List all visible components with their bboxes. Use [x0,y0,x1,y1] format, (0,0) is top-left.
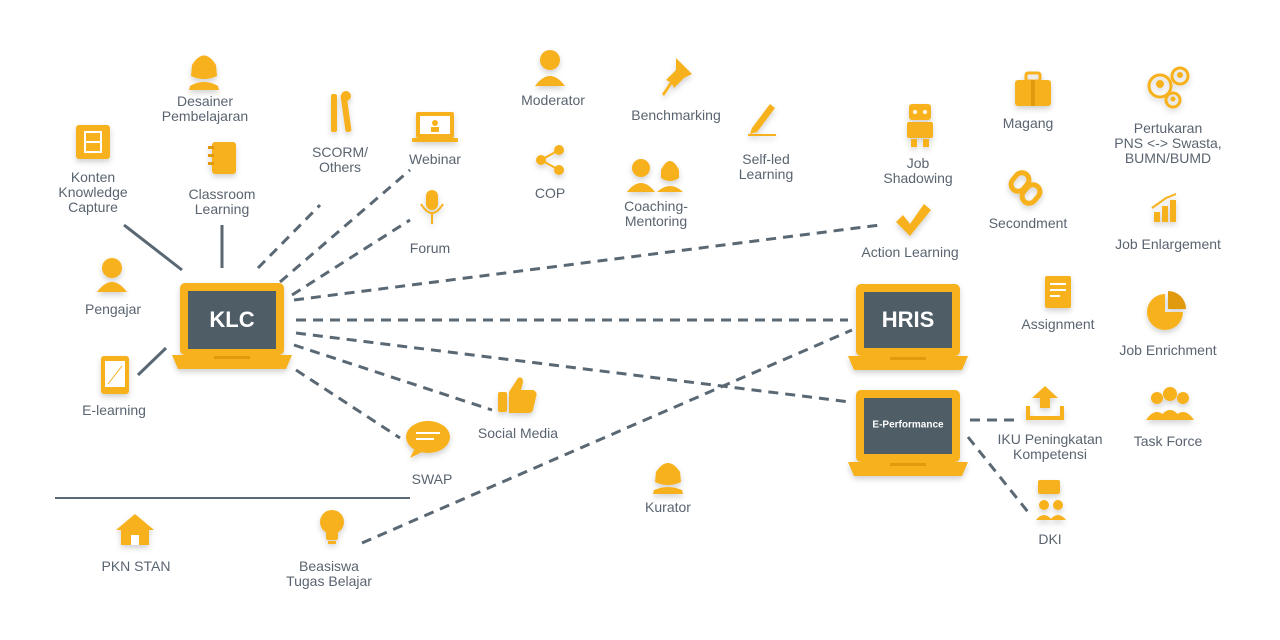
eperformance-laptop [848,390,968,476]
people-exchange-icon [1147,66,1190,109]
job-shadowing-label: Job Shadowing [883,155,953,186]
connector-webinar [279,168,411,284]
person-female-icon [189,55,219,90]
notebook-icon [208,142,236,174]
robot-icon [907,104,933,147]
chain-link-icon [1008,170,1043,206]
two-people-icon [627,159,683,192]
bar-chart-icon [1151,193,1177,222]
person-icon [97,258,127,292]
dashed-connectors [256,168,1030,545]
connector-konten-klc [123,223,183,272]
film-strip-icon [76,125,110,159]
pie-chart-icon [1147,291,1186,330]
beasiswa-tugas-belajar-label: Beasiswa Tugas Belajar [286,558,372,589]
person-female-icon [653,463,683,494]
task-force-label: Task Force [1133,433,1203,449]
pengajar-label: Pengajar [84,301,142,317]
share-icon [536,145,564,175]
microphone-icon [420,190,444,224]
document-icon [1045,276,1071,308]
laptop-user-icon [412,112,458,142]
pushpin-icon [662,58,692,96]
magang-label: Magang [1002,115,1054,131]
forum-label: Forum [409,240,451,256]
classroom-learning-label: Classroom Learning [188,186,256,217]
pen-icon [748,104,776,136]
pertukaran-label: Pertukaran PNS <-> Swasta, BUMN/BUMD [1114,120,1222,166]
webinar-label: Webinar [409,151,461,167]
klc-label: KLC [209,307,255,332]
connector-klc-eperformance [295,331,851,404]
person-icon [535,50,565,86]
e-learning-label: E-learning [82,402,146,418]
eperformance-label: E-Performance [872,419,944,431]
upload-icon [1026,386,1064,420]
presenter-icon [1036,480,1066,520]
scorm-others-label: SCORM/ Others [312,144,368,175]
connector-action-learning [293,223,881,302]
connector-beasiswa-hris [361,328,853,545]
lightbulb-icon [320,510,344,544]
connector-swap [295,368,401,440]
connector-social-media [293,343,493,412]
home-icon [116,514,154,545]
coaching-mentoring-label: Coaching- Mentoring [624,198,688,229]
kurator-label: Kurator [645,499,691,515]
cop-label: COP [534,185,566,201]
hris-laptop [848,284,968,370]
hris-label: HRIS [881,307,935,332]
self-led-learning-label: Self-led Learning [738,151,794,182]
team-icon [1146,387,1194,420]
social-media-label: Social Media [477,425,559,441]
solid-connectors [55,223,410,499]
briefcase-icon [1015,71,1051,106]
connector-elearning-klc [136,346,168,377]
connector-forum [291,218,411,297]
chat-bubble-icon [406,421,450,458]
konten-knowledge-capture-label: Konten Knowledge Capture [58,169,128,215]
benchmarking-label: Benchmarking [631,107,721,123]
moderator-label: Moderator [521,92,585,108]
pkn-stan-label: PKN STAN [101,558,171,574]
thumbs-up-icon [498,377,537,413]
action-learning-label: Action Learning [861,244,959,260]
tools-icon [331,91,352,132]
tablet-icon [101,356,129,394]
job-enrichment-label: Job Enrichment [1119,342,1217,358]
secondment-label: Secondment [988,215,1068,231]
klc-laptop [172,283,292,369]
checkmark-icon [896,204,931,236]
dki-label: DKI [1038,531,1062,547]
assignment-label: Assignment [1021,316,1095,332]
desainer-pembelajaran-label: Desainer Pembelajaran [161,93,249,124]
connector-scorm [256,203,322,270]
swap-label: SWAP [411,471,453,487]
job-enlargement-label: Job Enlargement [1115,236,1221,252]
iku-peningkatan-kompetensi-label: IKU Peningkatan Kompetensi [997,431,1103,462]
